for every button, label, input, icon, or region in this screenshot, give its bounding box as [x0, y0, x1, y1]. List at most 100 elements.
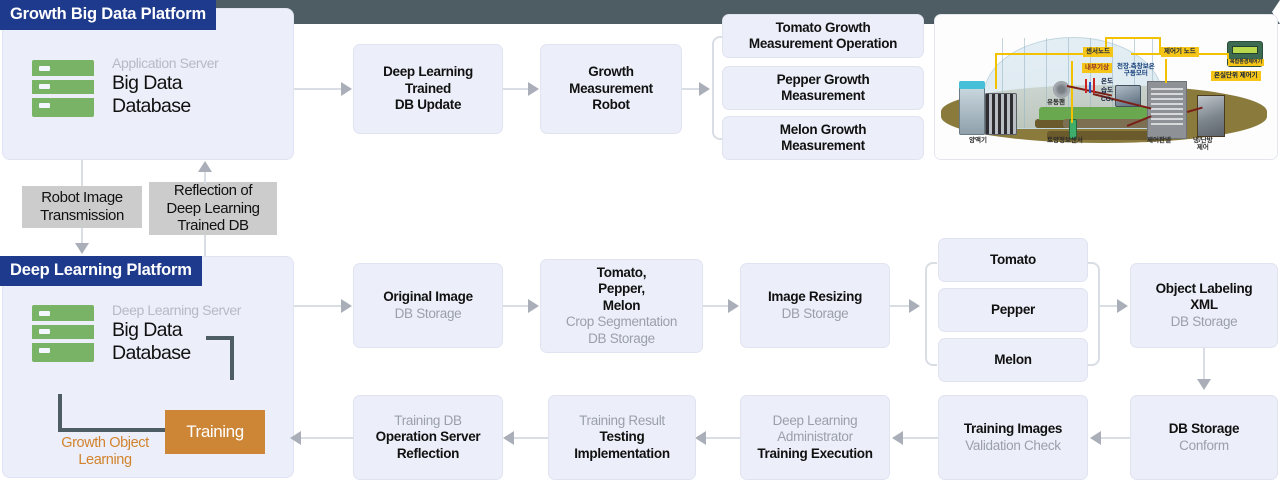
- sensor-bars-icon: [1085, 77, 1095, 93]
- circulation-fan-device: [1053, 81, 1070, 98]
- bracket-measurement-branch: [712, 36, 724, 140]
- crop-bed: [1047, 131, 1173, 140]
- server-name-line2: Database: [112, 341, 191, 364]
- node-title: Growth: [588, 64, 634, 80]
- node-title-line2: Pepper,: [598, 281, 645, 297]
- label-robot-image-transmission: Robot Image Transmission: [22, 186, 142, 228]
- arrow-reflection-up: [198, 161, 212, 172]
- soil-sensor-device: [1069, 119, 1077, 139]
- connector-execution-to-testing: [705, 437, 740, 439]
- node-title-line2: Trained: [405, 80, 451, 96]
- connector-crop-to-resizing: [703, 305, 729, 307]
- node-title: Operation Server: [375, 429, 481, 445]
- node-subtitle-line2: DB Storage: [588, 330, 655, 346]
- server-role-label: Application Server: [112, 55, 219, 71]
- training-box: Training: [165, 410, 265, 454]
- label-soil-sensor: 토양정보센서: [1047, 137, 1083, 144]
- relation-line3: Trained DB: [177, 217, 249, 235]
- connector-testing-to-operationserver: [513, 437, 548, 439]
- control-panel-device: [1147, 81, 1187, 139]
- node-crop-tomato: Tomato: [938, 238, 1088, 282]
- node-title: Training Execution: [757, 445, 873, 461]
- bracket-crop-branch-left: [925, 262, 937, 366]
- label-circulation-fan: 유동팬: [1047, 99, 1065, 106]
- node-title-line2: Implementation: [574, 445, 670, 461]
- connector-trainingimages-to-execution: [902, 437, 938, 439]
- connector-resizing-to-cropbranch: [890, 305, 910, 307]
- server-label-deep-learning: Deep Learning Server Big Data Database: [112, 302, 241, 365]
- panel-header-growth-big-data-platform: Growth Big Data Platform: [0, 0, 216, 30]
- arrow-execution-to-testing: [695, 431, 706, 445]
- arrow-testing-to-operationserver: [503, 431, 514, 445]
- node-title-line2: Measurement Operation: [748, 36, 898, 51]
- server-role-label: Deep Learning Server: [112, 302, 241, 318]
- arrow-growth-to-dl-update: [341, 82, 352, 96]
- training-label: Training: [186, 422, 244, 441]
- server-icon: [32, 60, 94, 117]
- node-title: Tomato: [990, 251, 1036, 267]
- node-subtitle: Validation Check: [965, 437, 1061, 453]
- node-subtitle: Conform: [1179, 437, 1229, 453]
- server-label-growth: Application Server Big Data Database: [112, 55, 219, 118]
- arrow-cropbranch-to-labeling: [1117, 299, 1128, 313]
- node-subtitle-line2: Administrator: [777, 429, 853, 445]
- server-name-line1: Big Data: [112, 71, 183, 94]
- arrow-trainingimages-to-execution: [892, 431, 903, 445]
- node-title-line2: Measurement: [781, 138, 865, 153]
- node-title-line3: Melon: [602, 297, 641, 313]
- connector-cropbranch-to-labeling: [1100, 305, 1118, 307]
- node-subtitle: Training Result: [579, 412, 665, 428]
- loop-line-right: [230, 336, 234, 380]
- label-growth-object-learning: Growth Object Learning: [46, 435, 164, 469]
- server-name-line2: Database: [112, 94, 191, 117]
- network-wire: [995, 53, 1107, 55]
- node-subtitle: Deep Learning: [772, 412, 858, 428]
- node-title: Melon Growth: [779, 121, 867, 137]
- arrow-labeling-to-dbstorage: [1197, 379, 1211, 390]
- label-reflection-of-deep-learning-trained-db: Reflection of Deep Learning Trained DB: [149, 182, 277, 235]
- loop-line-top: [206, 336, 234, 340]
- connector-original-to-crop: [503, 305, 529, 307]
- connector-operationserver-to-platform: [300, 437, 353, 439]
- connector-panel-down-left: [81, 160, 83, 186]
- node-subtitle: DB Storage: [781, 305, 849, 321]
- connector-dlupdate-to-robot: [503, 88, 529, 90]
- arrow-operationserver-to-platform: [290, 431, 301, 445]
- heating-cooling-device: [1197, 95, 1225, 137]
- arrow-robot-to-branch: [699, 82, 710, 96]
- panel-header-label: Deep Learning Platform: [10, 261, 192, 279]
- node-title: DB Storage: [1168, 421, 1240, 437]
- node-crop-pepper: Pepper: [938, 288, 1088, 332]
- label-indoor-weather: 내부기상: [1082, 63, 1112, 73]
- node-title-line3: Robot: [592, 97, 630, 113]
- label-sensor-node: 센서노드: [1083, 47, 1113, 57]
- node-title: Training Images: [963, 421, 1063, 437]
- panel-header-label: Growth Big Data Platform: [10, 5, 206, 23]
- network-wire: [995, 53, 997, 89]
- network-wire: [1105, 37, 1107, 55]
- node-subtitle: Crop Segmentation: [565, 314, 678, 330]
- node-title: Deep Learning: [383, 64, 473, 80]
- node-subtitle: Training DB: [394, 412, 462, 428]
- connector-robot-label-down: [81, 228, 83, 246]
- network-wire: [1159, 37, 1161, 53]
- gol-line2: Learning: [78, 452, 132, 469]
- node-title: Tomato,: [596, 264, 647, 280]
- node-title-line2: Measurement: [781, 88, 865, 103]
- gol-line1: Growth Object: [61, 435, 149, 451]
- connector-robot-to-branch: [682, 88, 700, 90]
- node-subtitle: DB Storage: [394, 305, 462, 321]
- nutrient-supplier-tanks: [985, 93, 1017, 135]
- node-title: Original Image: [383, 289, 473, 305]
- connector-reflection-down: [204, 235, 206, 256]
- relation-line1: Robot Image: [41, 189, 123, 207]
